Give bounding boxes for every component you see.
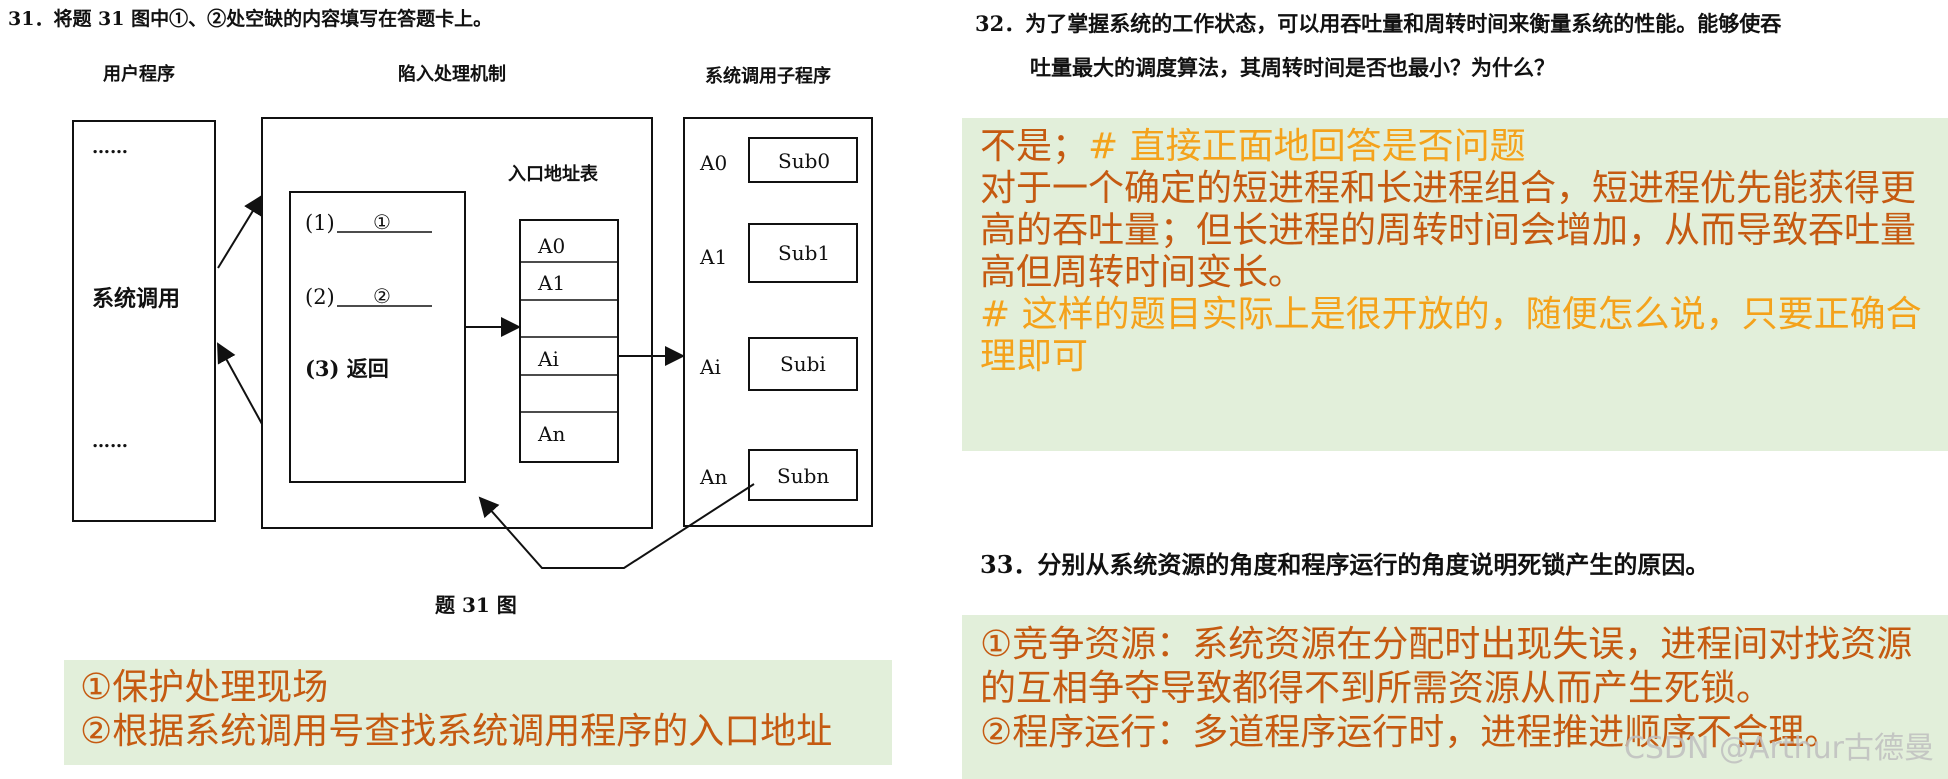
header-user-program: 用户程序 (103, 63, 175, 85)
arrow-subroutine-return (478, 483, 755, 569)
entry-row-a1: A1 (537, 271, 565, 295)
entry-address-table: A0 A1 Ai An (519, 219, 619, 463)
sub-addr-a0: A0 (699, 151, 727, 175)
sub-name-subn: Subn (777, 464, 829, 488)
q33-answer-line-2: ②程序运行：多道程序运行时，进程推进顺序不合理。 (980, 712, 1841, 753)
question-32-title-line-2: 吐量最大的调度算法，其周转时间是否也最小？为什么？ (1030, 55, 1555, 80)
blank-2-marker: ② (373, 284, 391, 308)
user-syscall-label: 系统调用 (92, 286, 180, 312)
q31-answer-line-2: ②根据系统调用号查找系统调用程序的入口地址 (80, 711, 833, 752)
q31-answer-line-1: ①保护处理现场 (80, 667, 329, 708)
sub-addr-an: An (699, 465, 727, 489)
question-33-title: 33．分别从系统资源的角度和程序运行的角度说明死锁产生的原因。 (980, 550, 1710, 579)
q32-answer-no: 不是； (980, 126, 1089, 167)
handler-steps-box (289, 191, 466, 483)
user-dots-bottom: …… (92, 431, 128, 452)
step-2-label: (2) (305, 285, 335, 309)
sub-addr-a1: A1 (699, 245, 727, 269)
q32-answer-box: 不是；# 直接正面地回答是否问题 对于一个确定的短进程和长进程组合，短进程优先能… (962, 118, 1948, 451)
question-31-title: 31．将题 31 图中①、②处空缺的内容填写在答题卡上。 (8, 8, 493, 30)
step-1-label: (1) (305, 211, 335, 235)
header-syscall-subroutine: 系统调用子程序 (705, 65, 831, 87)
user-dots-top: …… (92, 137, 128, 158)
entry-row-a0: A0 (537, 234, 565, 258)
q32-answer-comment: # 这样的题目实际上是很开放的，随便怎么说，只要正确合理即可 (980, 294, 1922, 377)
user-program-box (72, 120, 216, 522)
q32-answer-first-line: 不是；# 直接正面地回答是否问题 (980, 126, 1934, 168)
entry-table-title: 入口地址表 (508, 163, 599, 185)
q32-answer-no-comment: # 直接正面地回答是否问题 (1088, 126, 1526, 167)
arrow-return-to-user (217, 342, 263, 425)
q31-answer-box: ①保护处理现场 ②根据系统调用号查找系统调用程序的入口地址 (64, 660, 892, 765)
figure-caption: 题 31 图 (435, 593, 517, 617)
q33-answer-box: ①竞争资源：系统资源在分配时出现失误，进程间对找资源的互相争夺导致都得不到所需资… (962, 615, 1948, 779)
csdn-watermark: CSDN @Arthur古德曼 (1623, 731, 1934, 766)
blank-1-marker: ① (373, 210, 391, 234)
q33-answer-line-1: ①竞争资源：系统资源在分配时出现失误，进程间对找资源的互相争夺导致都得不到所需资… (980, 624, 1913, 709)
entry-row-an: An (537, 422, 565, 446)
sub-name-sub1: Sub1 (778, 241, 830, 265)
sub-addr-ai: Ai (699, 355, 721, 379)
sub-name-subi: Subi (780, 352, 826, 376)
system-call-diagram: 用户程序 陷入处理机制 系统调用子程序 …… 系统调用 …… (1) ① (2)… (72, 63, 873, 617)
entry-row-ai: Ai (537, 347, 559, 371)
q32-answer-body: 对于一个确定的短进程和长进程组合，短进程优先能获得更高的吞吐量；但长进程的周转时… (980, 168, 1917, 293)
subroutine-column-box (683, 117, 873, 527)
step-3-return: (3) 返回 (305, 356, 389, 381)
sub-name-sub0: Sub0 (778, 149, 830, 173)
arrow-user-to-trap (217, 194, 264, 269)
trap-mechanism-box (261, 117, 653, 529)
header-trap-mechanism: 陷入处理机制 (398, 63, 506, 85)
question-32-title-line-1: 32．为了掌握系统的工作状态，可以用吞吐量和周转时间来衡量系统的性能。能够使吞 (975, 11, 1782, 36)
